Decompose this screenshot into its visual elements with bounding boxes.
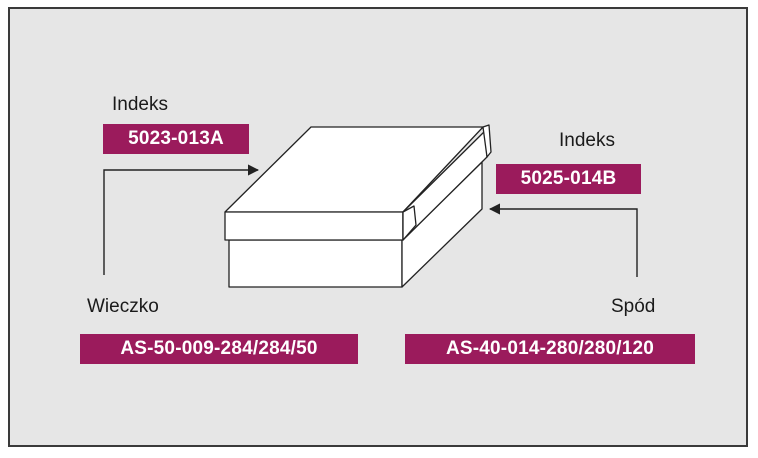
box-corner-tab: [482, 124, 492, 158]
box-side-tab: [402, 205, 417, 241]
base-name-label: Spód: [611, 296, 656, 317]
base-part-code-badge: AS-40-014-280/280/120: [405, 334, 695, 364]
base-index-heading: Indeks: [559, 130, 615, 151]
base-leader-arrow: [488, 203, 638, 277]
lid-name-label: Wieczko: [87, 296, 159, 317]
base-index-badge: 5025-014B: [496, 164, 641, 194]
box-base-front-face: [228, 239, 403, 288]
lid-index-heading: Indeks: [112, 94, 168, 115]
lid-leader-arrow: [103, 164, 260, 275]
box-illustration: [224, 124, 492, 288]
box-lid-front-face: [224, 211, 404, 241]
lid-part-code-badge: AS-50-009-284/284/50: [80, 334, 358, 364]
lid-index-badge: 5023-013A: [103, 124, 249, 154]
